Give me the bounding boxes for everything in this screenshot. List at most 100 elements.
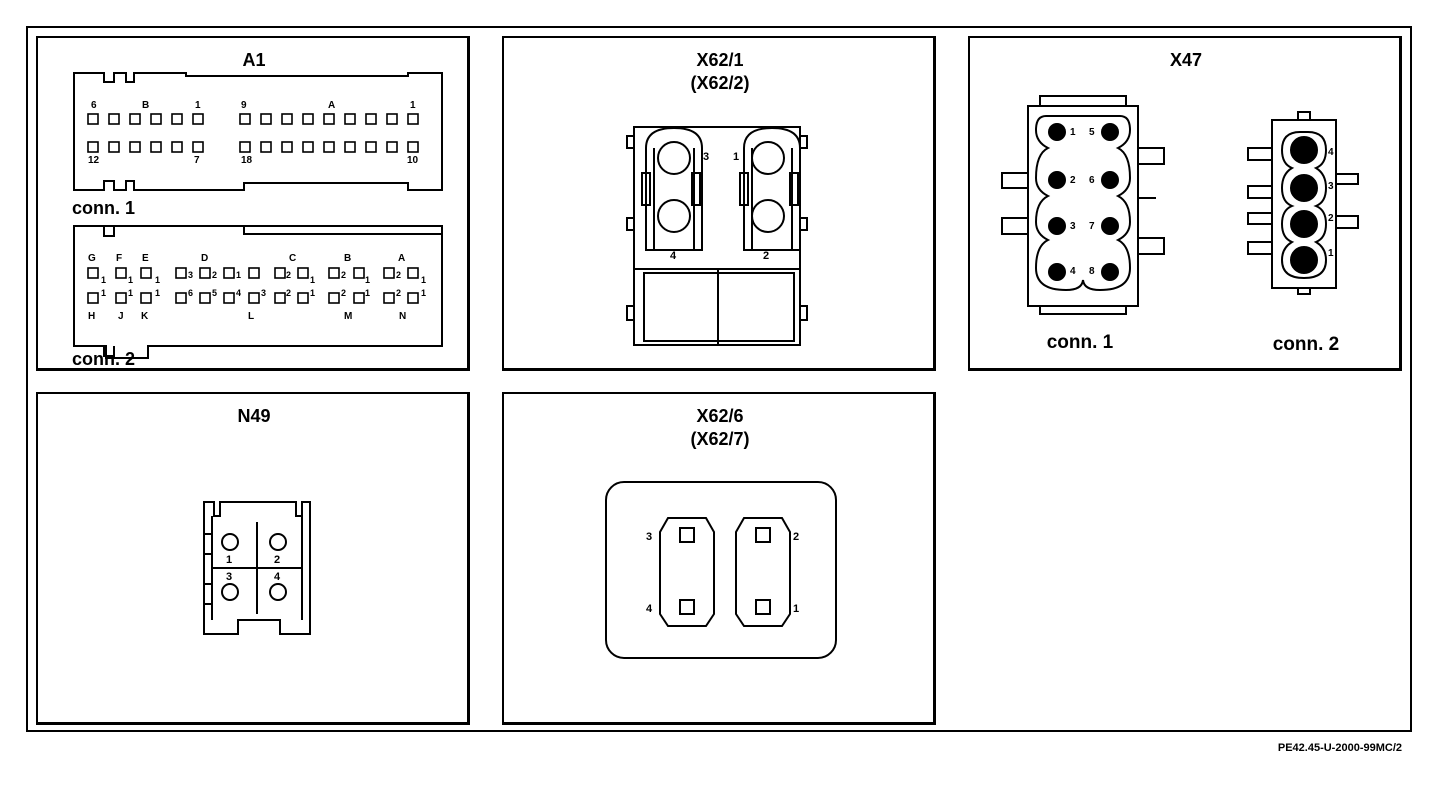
a1-conn2-cavity [248, 292, 260, 304]
x47-conn1-pin [1101, 217, 1119, 235]
a1-conn2-cavity [407, 267, 419, 279]
a1-conn1-cavity [239, 113, 251, 125]
x62-6-pin-1: 1 [793, 603, 799, 615]
a1-conn2-cavity [297, 292, 309, 304]
a1-conn1-label-18: 18 [241, 155, 253, 166]
a1-conn2-num-m1: 1 [365, 288, 370, 298]
n49-title: N49 [237, 406, 270, 426]
a1-conn2-num-h1: 1 [101, 288, 106, 298]
x62-6-diagram: X62/6 (X62/7) 3 4 2 1 [605, 406, 837, 659]
a1-conn2-cavity [297, 267, 309, 279]
a1-title: A1 [242, 50, 265, 70]
diagram-frame-right-edge [1410, 26, 1412, 732]
a1-conn1-label-1b: 1 [410, 100, 416, 111]
a1-conn1-cavity [407, 113, 419, 125]
x47-conn2-pin-3: 3 [1328, 181, 1334, 192]
a1-conn2-cavity [353, 292, 365, 304]
a1-conn2-num-e1: 1 [155, 275, 160, 285]
a1-conn2-cavity [140, 267, 152, 279]
x47-conn2-label: conn. 2 [1273, 334, 1340, 355]
a1-conn2-num-j1: 1 [128, 288, 133, 298]
a1-conn2-cavity [383, 292, 395, 304]
x47-conn1-pin [1048, 123, 1066, 141]
a1-conn1-cavity [192, 113, 204, 125]
a1-conn1-cavity [344, 141, 356, 153]
x47-conn2-housing [1247, 111, 1359, 295]
n49-diagram: N49 1 2 3 4 [203, 406, 311, 635]
a1-conn1-label: conn. 1 [72, 198, 135, 218]
x47-conn1-pins [1048, 123, 1119, 281]
x47-conn1-housing [1001, 95, 1165, 315]
a1-conn2-letter-d: D [201, 253, 208, 264]
a1-conn2-num-m2: 2 [341, 288, 346, 298]
a1-conn1-label-b: B [142, 100, 149, 111]
a1-conn1-cavity [239, 141, 251, 153]
x47-conn1-pin-3: 3 [1070, 221, 1076, 232]
a1-conn1-cavity [87, 113, 99, 125]
diagram-reference-code: PE42.45-U-2000-99MC/2 [1277, 742, 1402, 754]
a1-conn2-cavity [175, 267, 187, 279]
x47-conn1-pin-4: 4 [1070, 266, 1076, 277]
x47-conn1-label: conn. 1 [1047, 332, 1114, 353]
a1-conn2-num-f1: 1 [128, 275, 133, 285]
x47-conn2-pin-2: 2 [1328, 213, 1334, 224]
a1-conn2-cavity [383, 267, 395, 279]
a1-conn2-num-b1: 1 [365, 275, 370, 285]
a1-conn1-housing [73, 72, 443, 191]
a1-conn1-cavity [281, 113, 293, 125]
a1-conn2-letter-k: K [141, 311, 149, 322]
a1-conn2-cavity [328, 292, 340, 304]
a1-conn2-num-d2: 2 [212, 270, 217, 280]
a1-conn2-housing [73, 225, 443, 359]
a1-conn2-cavity [199, 267, 211, 279]
a1-conn1-pins [87, 113, 419, 153]
n49-pin-3: 3 [226, 571, 232, 583]
x47-title: X47 [1170, 50, 1202, 70]
x47-conn1-pin [1101, 123, 1119, 141]
a1-conn1-label-12: 12 [88, 155, 100, 166]
a1-conn2-num-n1: 1 [421, 288, 426, 298]
x47-conn1-pin-8: 8 [1089, 266, 1095, 277]
a1-conn2-cavity [328, 267, 340, 279]
x47-conn1-pin-7: 7 [1089, 221, 1095, 232]
a1-conn2-letter-n: N [399, 311, 406, 322]
a1-conn2-num-l1: 1 [310, 288, 315, 298]
a1-conn1-cavity [302, 113, 314, 125]
a1-conn1-cavity [323, 113, 335, 125]
a1-conn1-cavity [365, 141, 377, 153]
x47-conn1-pin-5: 5 [1089, 127, 1095, 138]
x47-conn2-pin [1290, 136, 1318, 164]
panel-x47: X47 1 2 3 4 5 6 7 8 conn. 1 [968, 36, 1402, 371]
x47-conn2-pin-1: 1 [1328, 248, 1334, 259]
a1-conn1-cavity [344, 113, 356, 125]
a1-conn1-cavity [108, 141, 120, 153]
a1-conn1-cavity [365, 113, 377, 125]
a1-conn1-label-6: 6 [91, 100, 97, 111]
a1-conn2-letter-l: L [248, 311, 254, 322]
a1-conn2-num-c2: 2 [286, 270, 291, 280]
a1-conn2-cavity [223, 292, 235, 304]
a1-conn1-label-9: 9 [241, 100, 247, 111]
a1-conn2-cavity [87, 267, 99, 279]
a1-conn1-label-7: 7 [194, 155, 200, 166]
x62-1-pin-2: 2 [763, 250, 769, 262]
x62-6-title: X62/6 [696, 406, 743, 426]
x62-6-subtitle: (X62/7) [690, 429, 749, 449]
a1-conn1-cavity [407, 141, 419, 153]
a1-conn2-letter-f: F [116, 253, 122, 264]
x62-6-pin-3: 3 [646, 531, 652, 543]
a1-conn2-cavity [248, 267, 260, 279]
x47-conn1-pin-6: 6 [1089, 175, 1095, 186]
a1-conn2-letter-e: E [142, 253, 149, 264]
a1-conn1-cavity [386, 113, 398, 125]
a1-conn2-cavity [353, 267, 365, 279]
a1-conn2-key [103, 226, 442, 357]
x62-1-subtitle: (X62/2) [690, 73, 749, 93]
a1-conn2-num-l2: 2 [286, 288, 291, 298]
a1-conn2-letter-g: G [88, 253, 96, 264]
a1-conn2-cavity [223, 267, 235, 279]
a1-conn1-cavity [323, 141, 335, 153]
a1-conn2-num-a2: 2 [396, 270, 401, 280]
a1-conn2-num-d1: 1 [236, 270, 241, 280]
a1-conn1-cavity [150, 141, 162, 153]
